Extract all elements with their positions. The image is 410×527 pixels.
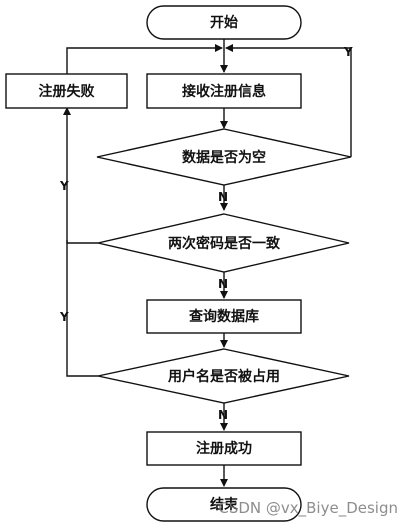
query-db-label: 查询数据库 bbox=[189, 308, 259, 325]
start-label: 开始 bbox=[210, 14, 238, 31]
success-node: 注册成功 bbox=[146, 431, 302, 466]
receive-node: 接收注册信息 bbox=[146, 73, 302, 109]
check-match-label: 两次密码是否一致 bbox=[168, 235, 281, 252]
end-label: 结束 bbox=[210, 496, 239, 513]
taken-no-label: N bbox=[218, 408, 228, 422]
check-taken-label: 用户名是否被占用 bbox=[168, 368, 280, 385]
success-label: 注册成功 bbox=[196, 440, 252, 457]
connectors bbox=[63, 39, 352, 487]
check-empty-label: 数据是否为空 bbox=[182, 149, 266, 166]
edge-check-match-yes bbox=[63, 107, 98, 244]
receive-label: 接收注册信息 bbox=[182, 83, 266, 100]
empty-yes-label: Y bbox=[343, 45, 353, 59]
edge-fail-to-top bbox=[66, 44, 223, 74]
fail-label: 注册失败 bbox=[39, 83, 96, 100]
start-node: 开始 bbox=[146, 5, 302, 40]
edge-check-empty-yes-loop bbox=[225, 44, 352, 157]
check-taken-node: 用户名是否被占用 bbox=[97, 348, 350, 404]
check-match-node: 两次密码是否一致 bbox=[97, 213, 350, 273]
edge-check-taken-yes bbox=[66, 240, 98, 377]
match-yes-label: Y bbox=[59, 179, 69, 193]
taken-yes-label: Y bbox=[59, 310, 69, 324]
end-node: 结束 bbox=[146, 487, 302, 522]
check-empty-node: 数据是否为空 bbox=[96, 128, 352, 186]
query-db-node: 查询数据库 bbox=[146, 299, 302, 334]
watermark-text: CSDN @vx_Biye_Design bbox=[218, 499, 398, 518]
match-no-label: N bbox=[218, 277, 228, 291]
empty-no-label: N bbox=[218, 190, 228, 204]
fail-node: 注册失败 bbox=[5, 73, 128, 109]
